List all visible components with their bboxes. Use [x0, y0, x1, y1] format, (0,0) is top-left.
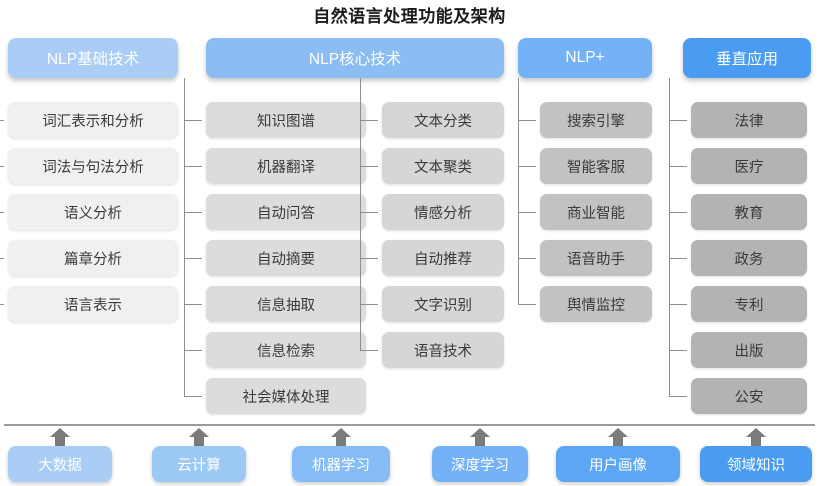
foundation-用户画像[interactable]: 用户画像 — [556, 446, 680, 482]
node-法律[interactable]: 法律 — [691, 102, 807, 138]
connector-branch — [518, 212, 536, 213]
node-语言表示[interactable]: 语言表示 — [8, 286, 178, 322]
node-教育[interactable]: 教育 — [691, 194, 807, 230]
node-搜索引擎[interactable]: 搜索引擎 — [540, 102, 652, 138]
up-arrow-icon — [744, 428, 768, 450]
node-文本聚类[interactable]: 文本聚类 — [382, 148, 504, 184]
connector-trunk-NLP+-0 — [518, 78, 519, 304]
connector-branch — [360, 212, 378, 213]
connector-branch — [360, 304, 378, 305]
connector-branch — [184, 304, 202, 305]
connector-branch — [360, 350, 378, 351]
node-篇章分析[interactable]: 篇章分析 — [8, 240, 178, 276]
node-词法与句法分析[interactable]: 词法与句法分析 — [8, 148, 178, 184]
column-header-NLP核心技术[interactable]: NLP核心技术 — [206, 38, 504, 78]
connector-branch — [184, 120, 202, 121]
node-知识图谱[interactable]: 知识图谱 — [206, 102, 366, 138]
node-机器翻译[interactable]: 机器翻译 — [206, 148, 366, 184]
node-文字识别[interactable]: 文字识别 — [382, 286, 504, 322]
up-arrow-icon — [606, 428, 630, 450]
foundation-领域知识[interactable]: 领域知识 — [700, 446, 812, 482]
connector-trunk-NLP核心技术-1 — [360, 78, 361, 350]
node-自动推荐[interactable]: 自动推荐 — [382, 240, 504, 276]
node-智能客服[interactable]: 智能客服 — [540, 148, 652, 184]
node-语义分析[interactable]: 语义分析 — [8, 194, 178, 230]
node-自动问答[interactable]: 自动问答 — [206, 194, 366, 230]
node-公安[interactable]: 公安 — [691, 378, 807, 414]
node-语音助手[interactable]: 语音助手 — [540, 240, 652, 276]
up-arrow-icon — [187, 428, 211, 450]
connector-branch — [518, 258, 536, 259]
node-信息检索[interactable]: 信息检索 — [206, 332, 366, 368]
up-arrow-icon — [329, 428, 353, 450]
up-arrow-icon — [48, 428, 72, 450]
connector-branch — [360, 166, 378, 167]
connector-branch — [669, 120, 687, 121]
node-语音技术[interactable]: 语音技术 — [382, 332, 504, 368]
connector-branch — [518, 166, 536, 167]
node-词汇表示和分析[interactable]: 词汇表示和分析 — [8, 102, 178, 138]
node-信息抽取[interactable]: 信息抽取 — [206, 286, 366, 322]
foundation-深度学习[interactable]: 深度学习 — [432, 446, 528, 482]
connector-trunk-垂直应用-0 — [669, 78, 670, 396]
node-医疗[interactable]: 医疗 — [691, 148, 807, 184]
node-专利[interactable]: 专利 — [691, 286, 807, 322]
column-header-NLP基础技术[interactable]: NLP基础技术 — [8, 38, 178, 78]
connector-branch — [669, 350, 687, 351]
foundation-baseline — [4, 424, 815, 426]
connector-branch — [360, 258, 378, 259]
connector-branch — [184, 350, 202, 351]
node-情感分析[interactable]: 情感分析 — [382, 194, 504, 230]
node-政务[interactable]: 政务 — [691, 240, 807, 276]
connector-branch — [669, 166, 687, 167]
page-title: 自然语言处理功能及架构 — [313, 7, 506, 26]
up-arrow-icon — [468, 428, 492, 450]
connector-branch — [518, 120, 536, 121]
column-header-NLP+[interactable]: NLP+ — [518, 38, 652, 78]
foundation-云计算[interactable]: 云计算 — [152, 446, 246, 482]
connector-branch — [669, 396, 687, 397]
connector-branch — [360, 120, 378, 121]
node-社会媒体处理[interactable]: 社会媒体处理 — [206, 378, 366, 414]
connector-branch — [184, 212, 202, 213]
connector-branch — [0, 212, 4, 213]
connector-trunk-NLP核心技术-0 — [184, 78, 185, 396]
column-header-垂直应用[interactable]: 垂直应用 — [683, 38, 811, 78]
connector-branch — [669, 212, 687, 213]
node-出版[interactable]: 出版 — [691, 332, 807, 368]
node-舆情监控[interactable]: 舆情监控 — [540, 286, 652, 322]
node-自动摘要[interactable]: 自动摘要 — [206, 240, 366, 276]
connector-branch — [184, 396, 202, 397]
connector-branch — [184, 258, 202, 259]
node-商业智能[interactable]: 商业智能 — [540, 194, 652, 230]
connector-branch — [0, 166, 4, 167]
node-文本分类[interactable]: 文本分类 — [382, 102, 504, 138]
connector-branch — [0, 120, 4, 121]
connector-branch — [669, 258, 687, 259]
foundation-机器学习[interactable]: 机器学习 — [292, 446, 390, 482]
connector-branch — [184, 166, 202, 167]
connector-branch — [518, 304, 536, 305]
connector-branch — [0, 304, 4, 305]
connector-branch — [669, 304, 687, 305]
connector-branch — [0, 258, 4, 259]
foundation-大数据[interactable]: 大数据 — [8, 446, 112, 482]
